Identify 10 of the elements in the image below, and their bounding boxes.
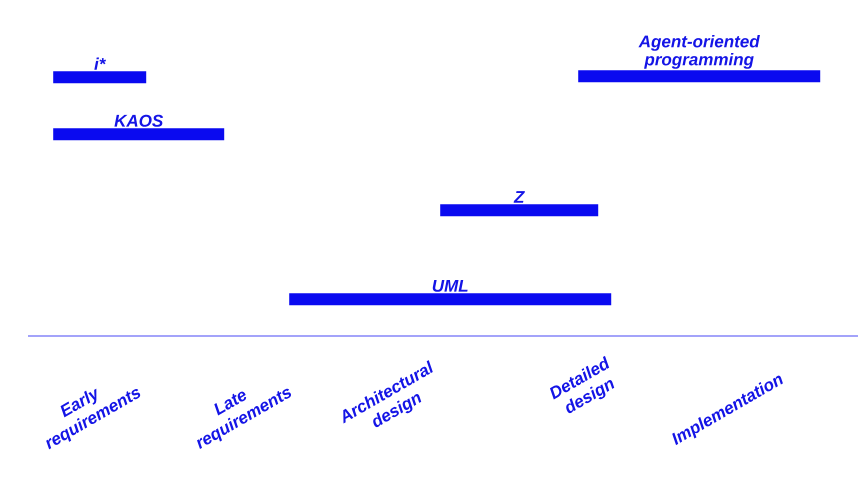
- timeline-bar: Agent-oriented programming: [578, 34, 820, 82]
- timeline-bar: KAOS: [53, 114, 224, 140]
- node-label: KAOS: [114, 114, 164, 127]
- timeline-bar: Z: [440, 191, 598, 216]
- node-label: Agent-oriented programming: [638, 34, 760, 69]
- timeline-bar: UML: [289, 280, 612, 306]
- node-label: Z: [514, 191, 525, 203]
- timeline-bar: i*: [53, 58, 146, 84]
- node-label: i*: [94, 57, 106, 70]
- node-label: UML: [432, 280, 468, 292]
